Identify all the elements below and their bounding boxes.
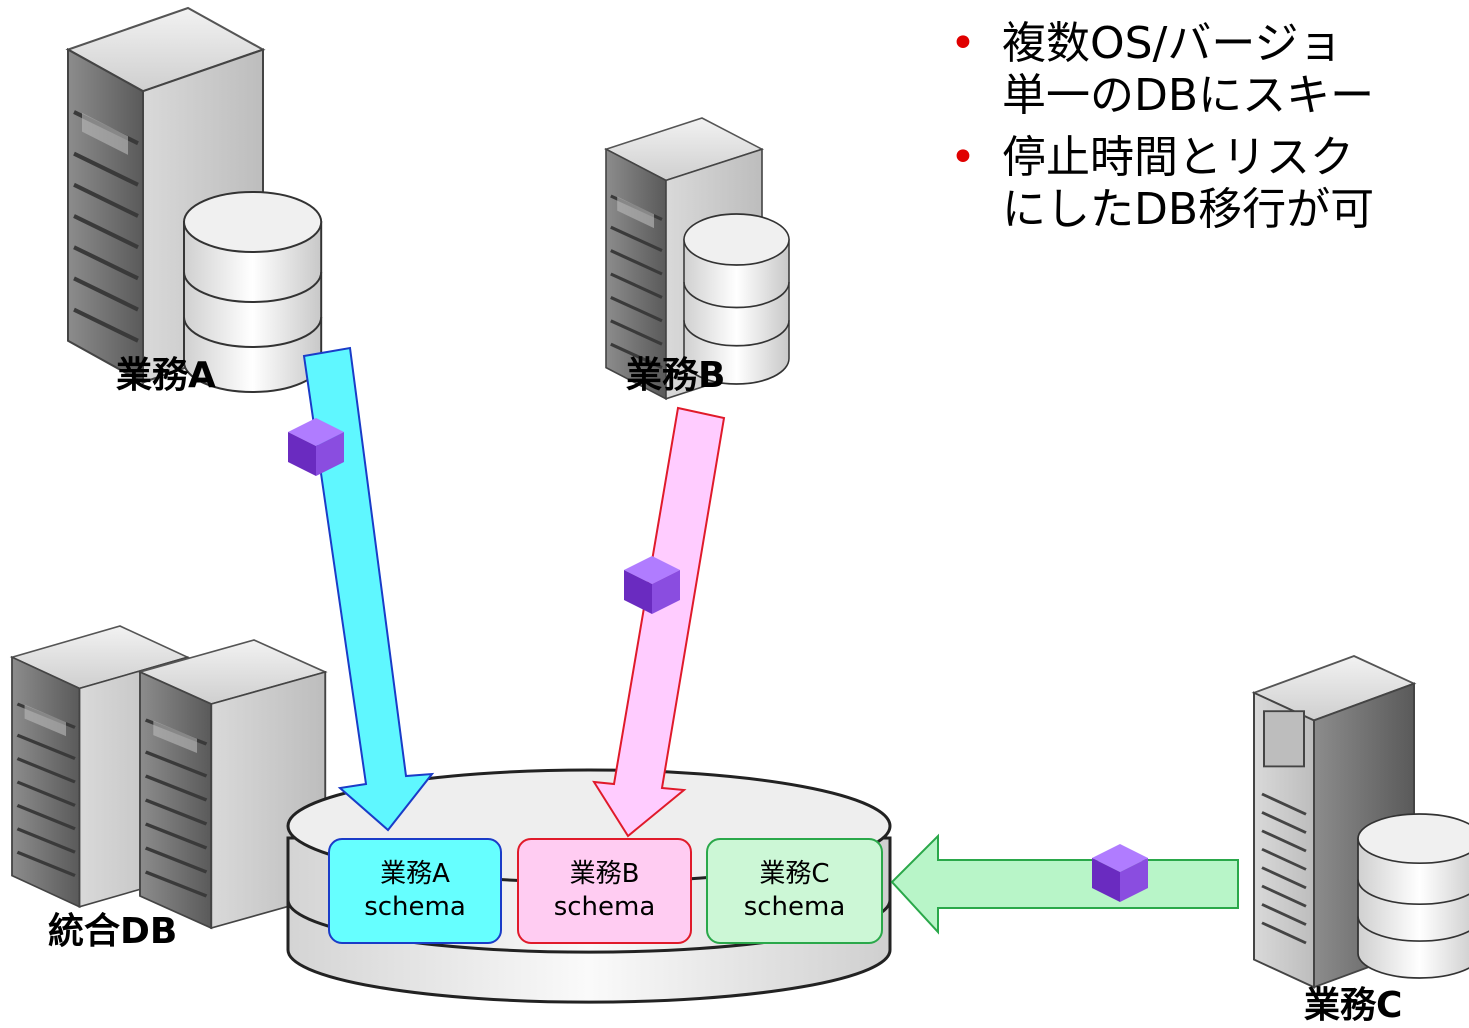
schema-box-b: 業務B schema	[517, 838, 692, 944]
integrated-db-server-icon	[10, 624, 328, 930]
bullet-line: 単一のDBにスキー	[1002, 70, 1375, 121]
schema-box-c: 業務C schema	[706, 838, 883, 944]
schema-c-name: 業務C	[759, 859, 830, 889]
integrated-db-label: 統合DB	[48, 911, 178, 952]
server-c-icon	[1252, 654, 1469, 989]
schema-c-sub: schema	[743, 892, 846, 922]
bullet-dot-icon: •	[950, 18, 976, 69]
migration-arrow-c	[890, 833, 1239, 935]
bullet-dot-icon: •	[950, 132, 976, 183]
schema-a-name: 業務A	[380, 859, 450, 889]
schema-b-sub: schema	[553, 892, 656, 922]
migration-arrow-a	[302, 346, 435, 832]
schema-b-name: 業務B	[569, 859, 640, 889]
migration-arrow-b	[592, 406, 726, 838]
bullet-line: 複数OS/バージョ	[1002, 18, 1343, 69]
server-a-label: 業務A	[116, 355, 216, 396]
bullet-line: 停止時間とリスク	[1002, 132, 1354, 183]
server-a-icon	[68, 8, 323, 393]
schema-box-a: 業務A schema	[328, 838, 502, 944]
server-c-label: 業務C	[1304, 985, 1403, 1026]
bullet-item: • 複数OS/バージョ 単一のDBにスキー	[942, 18, 1469, 122]
bullet-list: • 複数OS/バージョ 単一のDBにスキー • 停止時間とリスク にしたDB移行…	[942, 18, 1469, 246]
schema-a-sub: schema	[364, 892, 466, 922]
bullet-line: にしたDB移行が可	[1002, 184, 1375, 235]
server-b-label: 業務B	[626, 355, 726, 396]
bullet-item: • 停止時間とリスク にしたDB移行が可	[942, 132, 1469, 236]
